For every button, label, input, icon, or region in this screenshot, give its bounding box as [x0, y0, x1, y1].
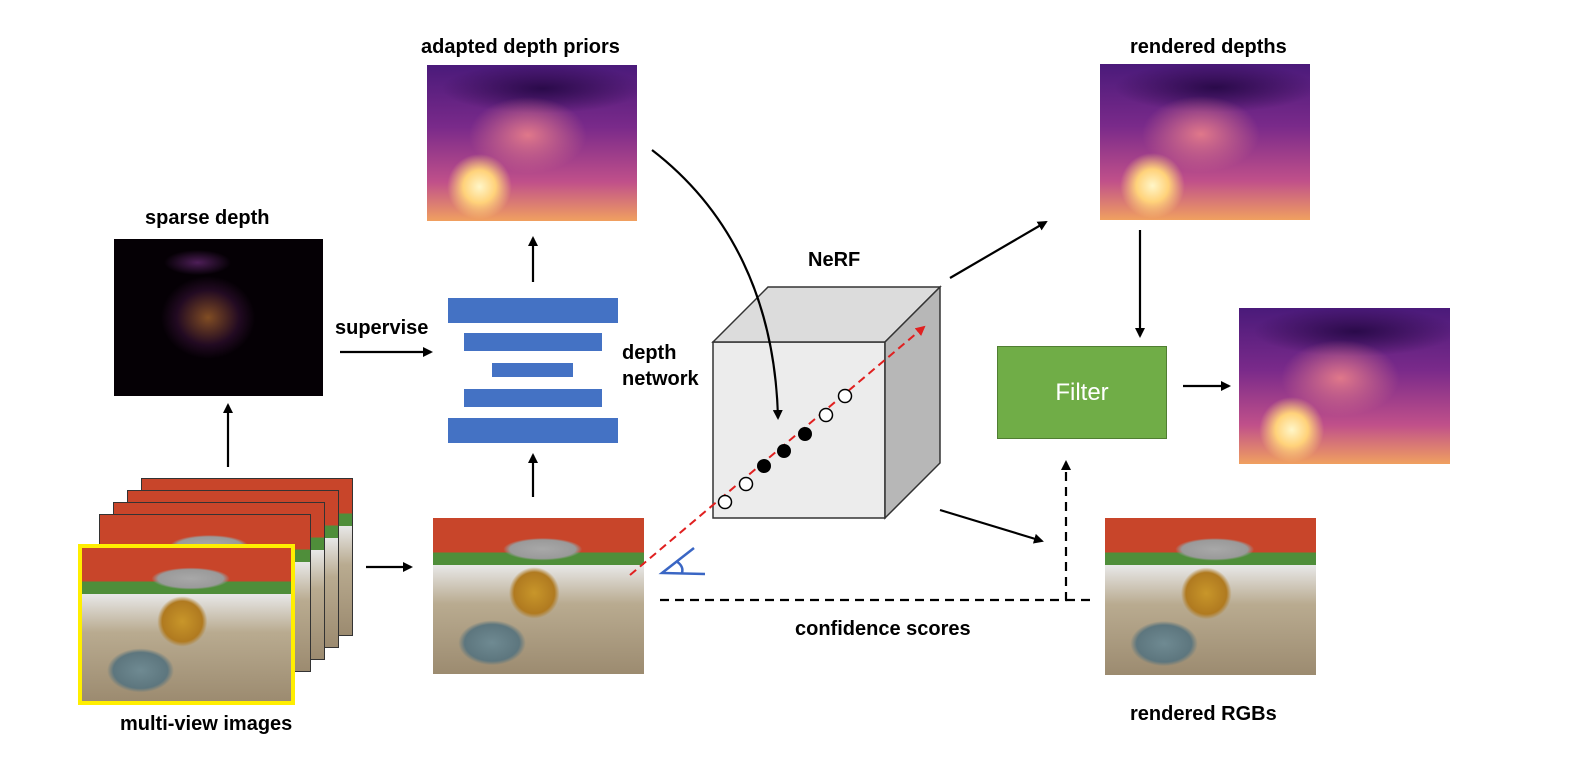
- depth-network: [448, 298, 618, 443]
- network-layer: [448, 418, 618, 443]
- supervise-label: supervise: [335, 317, 429, 339]
- arrow-nerf-to-depths: [949, 220, 1048, 279]
- network-layer: [464, 333, 602, 351]
- multi-view-images-label: multi-view images: [120, 713, 293, 735]
- ray-samples: [717, 388, 853, 510]
- sparse-depth-image: [114, 239, 323, 396]
- cube-side: [884, 285, 941, 520]
- nerf-cube: [711, 285, 942, 520]
- empty-sample-point: [818, 407, 834, 423]
- adapted-depth-priors-label: adapted depth priors: [421, 36, 620, 58]
- rendered-depth-image: [1100, 64, 1310, 220]
- depth-network-label: depth network: [622, 342, 699, 390]
- sparse-depth-label: sparse depth: [145, 207, 270, 229]
- arrow-prior-to-nerf: [651, 149, 783, 420]
- network-layer: [448, 298, 618, 323]
- input-rgb-image: [433, 518, 644, 674]
- filter-box: Filter: [997, 346, 1167, 439]
- arrow-nerf-to-rgbs: [939, 508, 1044, 544]
- empty-sample-point: [837, 388, 853, 404]
- confidence-path: [660, 460, 1093, 602]
- filled-sample-point: [777, 444, 791, 458]
- camera-frustum-icon: [658, 547, 706, 576]
- cube-front: [712, 341, 886, 519]
- network-layer: [464, 389, 602, 407]
- rendered-rgb-image: [1105, 518, 1316, 675]
- multi-view-card-selected: [78, 544, 295, 705]
- confidence-scores-label: confidence scores: [795, 618, 971, 640]
- empty-sample-point: [717, 494, 733, 510]
- nerf-label: NeRF: [808, 249, 861, 271]
- filled-sample-point: [798, 427, 812, 441]
- rendered-depths-label: rendered depths: [1130, 36, 1287, 58]
- filtered-depth-image: [1239, 308, 1450, 464]
- filter-label: Filter: [1055, 378, 1109, 406]
- rendered-rgbs-label: rendered RGBs: [1130, 703, 1277, 725]
- adapted-depth-prior-image: [427, 65, 637, 221]
- network-layer: [492, 363, 573, 377]
- filled-sample-point: [757, 459, 771, 473]
- empty-sample-point: [738, 476, 754, 492]
